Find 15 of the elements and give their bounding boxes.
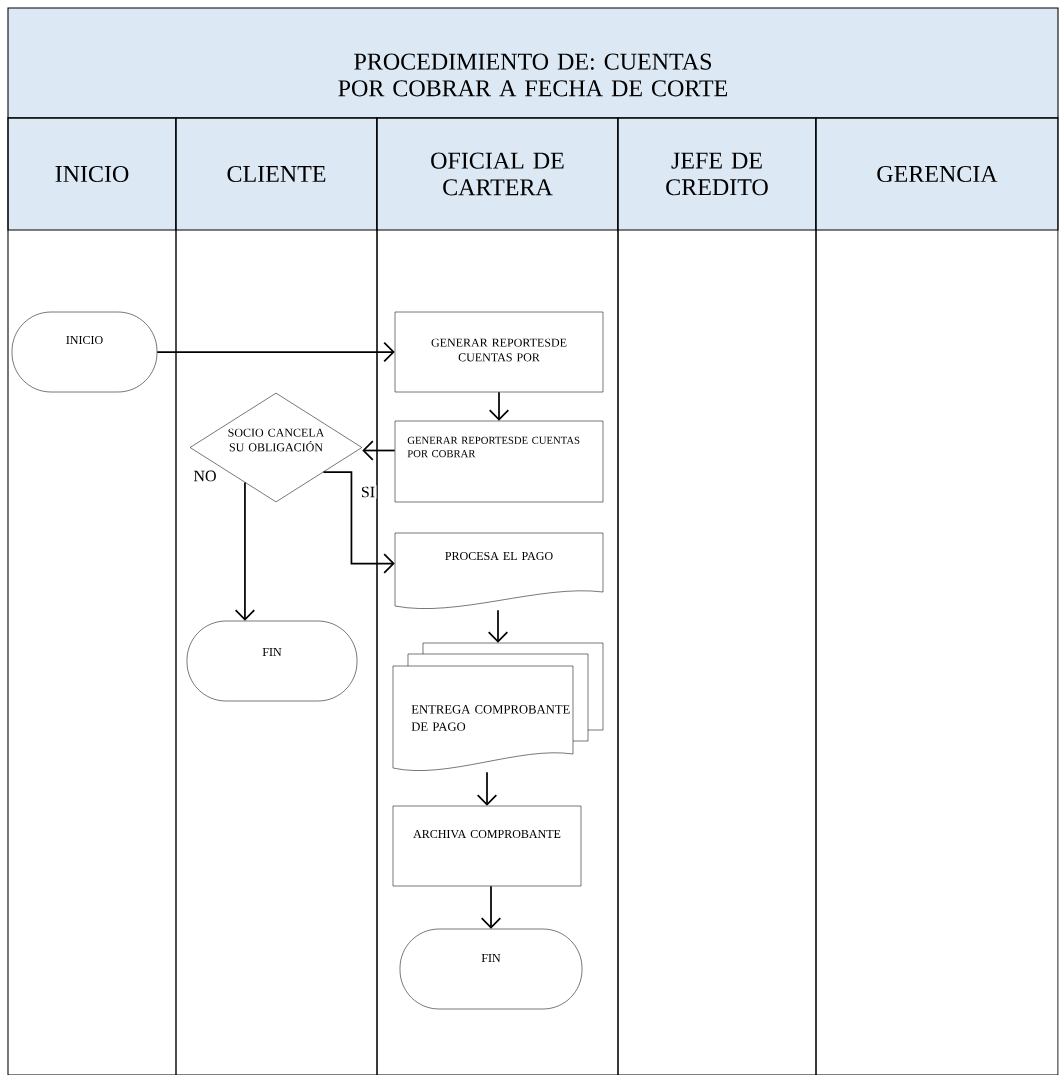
process-box: GENERAR REPORTESDE CUENTAS POR COBRAR	[394, 420, 604, 503]
swimlane: JEFE DE CREDITO	[617, 117, 817, 1075]
arrow	[362, 440, 396, 461]
arrow	[234, 481, 256, 621]
process-box: GENERAR REPORTESDE CUENTAS POR	[394, 311, 604, 393]
swimlane: GERENCIA	[815, 117, 1059, 1075]
edge-label: SI	[359, 485, 377, 499]
arrow	[488, 391, 510, 421]
edge-label: NO	[192, 469, 218, 483]
arrow	[480, 885, 502, 929]
process-box: ARCHIVA COMPROBANTE	[392, 805, 582, 887]
arrow	[476, 771, 498, 806]
arrow	[156, 341, 395, 363]
arrow	[322, 471, 395, 574]
arrow	[487, 609, 509, 643]
